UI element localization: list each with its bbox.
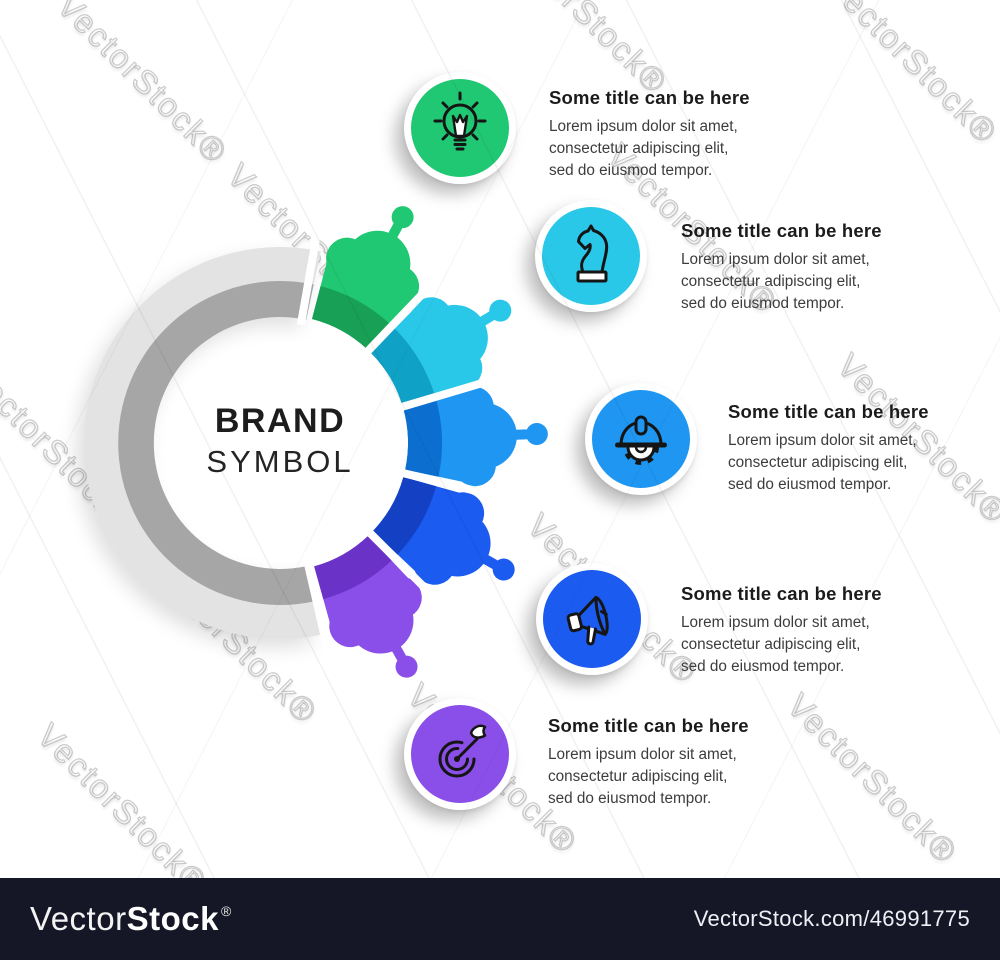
footer-bar: VectorStock® VectorStock.com/46991775: [0, 878, 1000, 960]
chess-knight-icon: [576, 224, 609, 283]
item-5-body: Lorem ipsum dolor sit amet, consectetur …: [548, 746, 737, 808]
brand-symbol-block: BRAND SYMBOL: [140, 402, 420, 481]
item-2-body: Lorem ipsum dolor sit amet, consectetur …: [681, 251, 870, 313]
vectorstock-logo: VectorStock®: [30, 900, 232, 938]
badge-circle: [543, 570, 641, 668]
gray-ring-inner-shade: [118, 281, 314, 605]
lightbulb-icon: [433, 91, 487, 151]
item-2: Some title can be here Lorem ipsum dolor…: [681, 220, 931, 315]
gray-ring-outer: [83, 246, 321, 639]
gray-ring: [83, 246, 321, 639]
hard-hat-icon: [615, 415, 667, 465]
logo-vector: Vector: [30, 900, 127, 937]
badge-circle: [542, 207, 640, 305]
item-1: Some title can be here Lorem ipsum dolor…: [549, 87, 799, 182]
logo-stock: Stock: [126, 900, 219, 937]
item-3-title: Some title can be here: [728, 401, 929, 422]
dartboard-icon: [438, 724, 487, 778]
item-2-title: Some title can be here: [681, 220, 882, 241]
badge-engineering: [585, 383, 697, 495]
item-5-title: Some title can be here: [548, 715, 749, 736]
item-1-body: Lorem ipsum dolor sit amet, consectetur …: [549, 118, 738, 180]
brand-title: BRAND: [214, 402, 346, 440]
item-4: Some title can be here Lorem ipsum dolor…: [681, 583, 931, 678]
item-3: Some title can be here Lorem ipsum dolor…: [728, 401, 978, 496]
item-4-body: Lorem ipsum dolor sit amet, consectetur …: [681, 614, 870, 676]
item-5: Some title can be here Lorem ipsum dolor…: [548, 715, 798, 810]
registered-mark: ®: [220, 903, 232, 919]
badge-idea: [404, 72, 516, 184]
brand-subtitle: SYMBOL: [206, 444, 354, 480]
image-credit-url: VectorStock.com/46991775: [693, 906, 970, 931]
item-1-title: Some title can be here: [549, 87, 750, 108]
segment-gap-lines: [296, 195, 524, 688]
badge-strategy: [535, 200, 647, 312]
item-4-title: Some title can be here: [681, 583, 882, 604]
badge-target: [404, 698, 516, 810]
badge-promotion: [536, 563, 648, 675]
item-3-body: Lorem ipsum dolor sit amet, consectetur …: [728, 432, 917, 494]
megaphone-icon: [566, 595, 609, 646]
